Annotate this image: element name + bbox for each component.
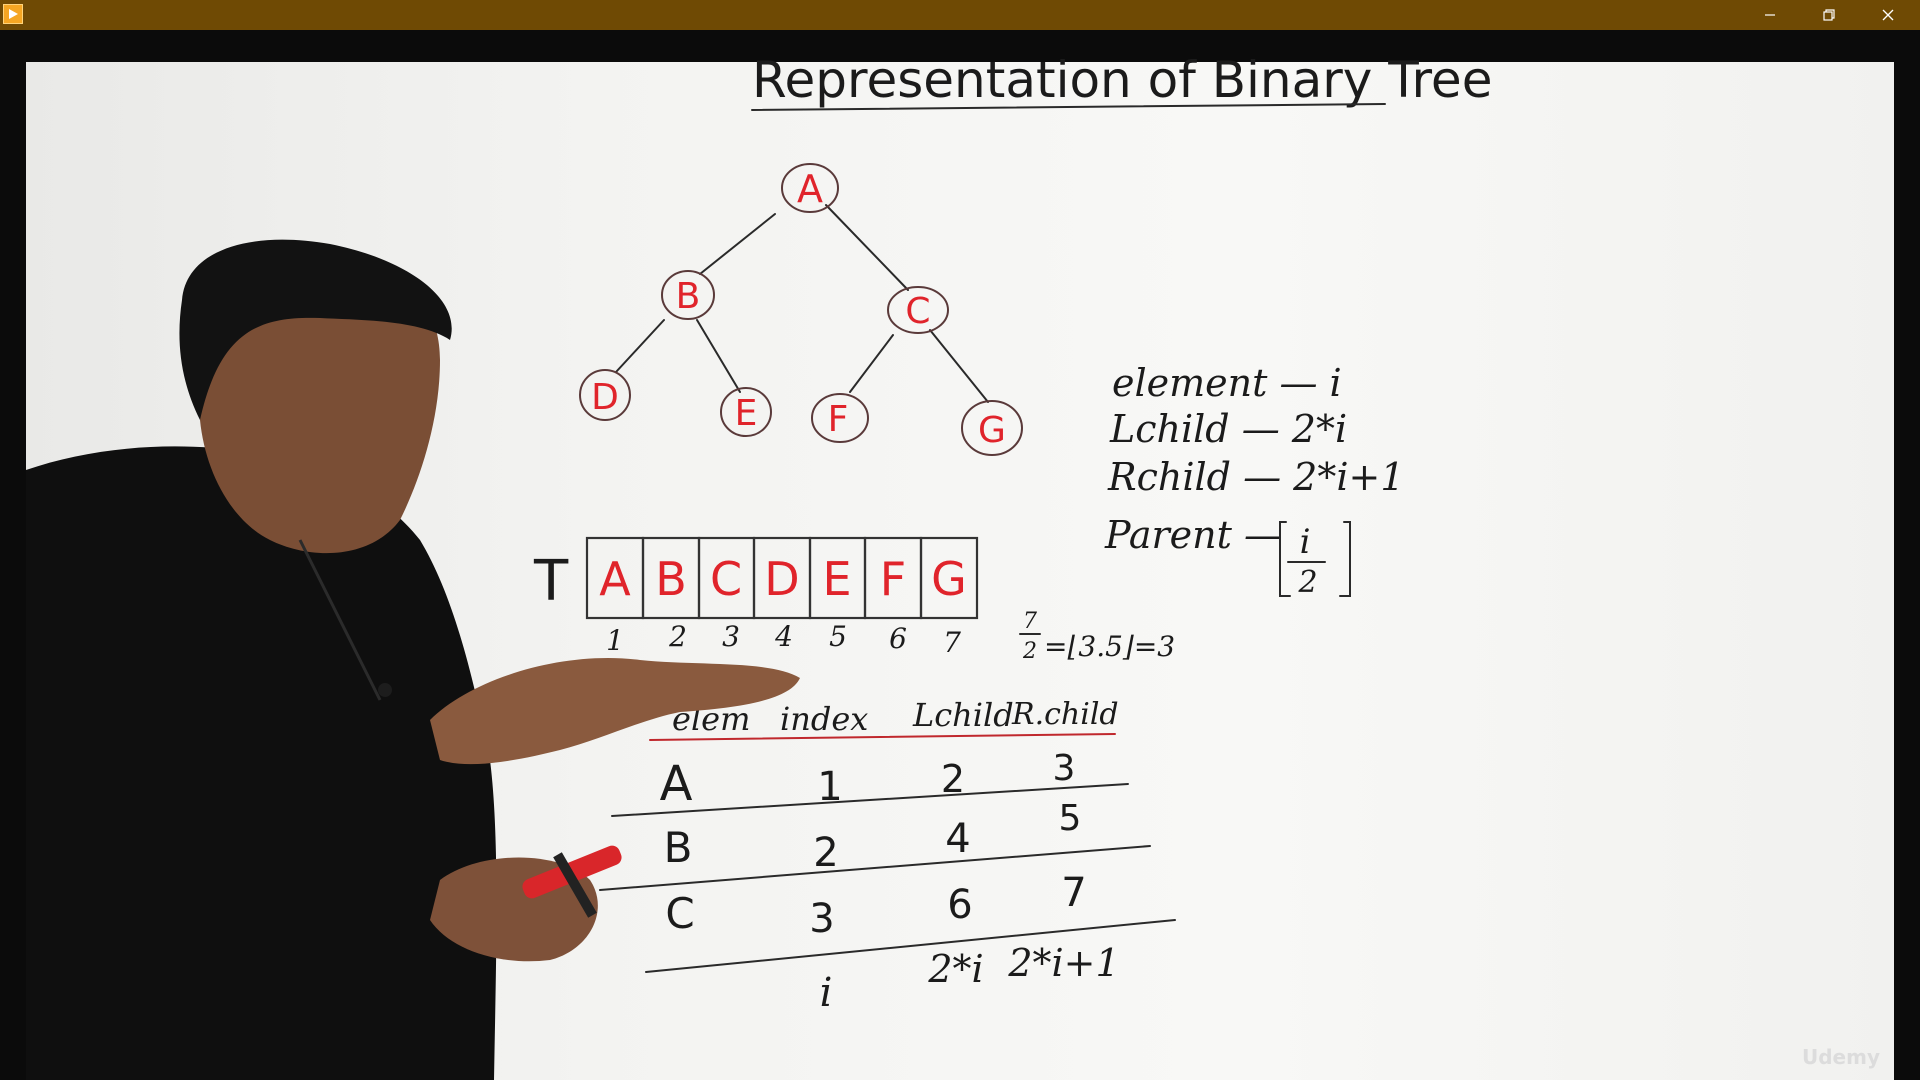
svg-text:2: 2 (813, 830, 838, 876)
svg-text:=⌊3.5⌋=3: =⌊3.5⌋=3 (1044, 630, 1175, 663)
tree-node-F: F (811, 393, 869, 443)
parent-calculation: 7 2 =⌊3.5⌋=3 (1019, 609, 1175, 664)
svg-text:2*i: 2*i (927, 947, 983, 991)
svg-text:E: E (822, 552, 851, 606)
formula-element: element — i (1112, 361, 1342, 405)
tree-node-B: B (661, 270, 715, 320)
svg-text:Lchild: Lchild (912, 696, 1014, 734)
svg-text:B: B (676, 276, 701, 317)
presenter (26, 239, 800, 1080)
svg-text:2: 2 (668, 620, 687, 653)
svg-text:C: C (665, 889, 694, 938)
svg-text:2*i+1: 2*i+1 (1007, 941, 1119, 985)
svg-text:B: B (655, 552, 687, 606)
formula-parent: Parent — (1104, 513, 1282, 557)
table-row: i 2*i 2*i+1 (820, 941, 1120, 1016)
svg-text:F: F (880, 552, 906, 606)
close-icon (1882, 9, 1894, 21)
tree-edges (615, 204, 989, 403)
close-button[interactable] (1860, 0, 1916, 30)
svg-text:5: 5 (829, 620, 847, 653)
tree-node-G: G (961, 400, 1023, 456)
formula-rchild: Rchild — 2*i+1 (1107, 455, 1405, 499)
table-row: B 2 4 5 (664, 798, 1082, 876)
svg-text:index: index (780, 700, 868, 738)
array-cell-values: A B C D E F G (599, 552, 967, 606)
svg-text:6: 6 (947, 882, 972, 928)
svg-text:G: G (931, 552, 967, 606)
player-app-icon (3, 4, 23, 24)
tree-node-A: A (781, 163, 839, 213)
svg-text:6: 6 (889, 622, 907, 655)
minimize-icon (1765, 14, 1775, 16)
svg-text:i: i (1300, 522, 1311, 562)
svg-text:C: C (905, 291, 930, 332)
board-title: Representation of Binary Tree (752, 51, 1492, 109)
svg-text:1: 1 (606, 624, 624, 657)
svg-text:7: 7 (1061, 870, 1086, 916)
restore-button[interactable] (1801, 0, 1857, 30)
svg-text:7: 7 (943, 626, 961, 659)
svg-text:E: E (735, 393, 758, 434)
svg-text:i: i (820, 970, 833, 1016)
svg-text:R.child: R.child (1011, 697, 1119, 732)
svg-text:C: C (710, 552, 742, 606)
svg-text:3: 3 (722, 620, 740, 653)
svg-text:B: B (664, 823, 693, 872)
svg-text:4: 4 (945, 816, 970, 862)
floor-fraction: i 2 (1279, 521, 1351, 600)
svg-text:2: 2 (1022, 639, 1037, 664)
restore-icon (1823, 9, 1835, 21)
table-row: A 1 2 3 (660, 748, 1076, 812)
minimize-button[interactable] (1742, 0, 1798, 30)
svg-text:3: 3 (809, 896, 834, 942)
array-label: T (533, 549, 569, 614)
formula-lchild: Lchild — 2*i (1109, 407, 1347, 451)
svg-text:F: F (828, 399, 849, 440)
svg-text:5: 5 (1059, 798, 1082, 839)
svg-text:3: 3 (1053, 748, 1076, 789)
tree-node-C: C (887, 286, 949, 334)
svg-text:7: 7 (1023, 609, 1037, 634)
formula-list: element — i Lchild — 2*i Rchild — 2*i+1 … (1104, 361, 1405, 600)
svg-text:4: 4 (774, 620, 793, 653)
array-cells (585, 536, 979, 620)
tree-node-D: D (579, 369, 631, 421)
svg-text:D: D (764, 552, 799, 606)
table-row: C 3 6 7 (665, 870, 1086, 942)
svg-text:A: A (599, 552, 631, 606)
array-indices: 1 2 3 4 5 6 7 (606, 620, 961, 659)
title-underline (751, 103, 1386, 111)
svg-text:D: D (591, 377, 619, 418)
udemy-watermark: Udemy (1802, 1045, 1880, 1069)
tree-node-E: E (720, 387, 772, 437)
svg-text:A: A (797, 167, 823, 211)
title-bar[interactable] (0, 0, 1920, 30)
svg-text:2: 2 (1297, 565, 1317, 600)
svg-text:A: A (660, 756, 693, 812)
index-table: elem index Lchild R.child A 1 2 3 B 2 4 … (599, 696, 1176, 1016)
svg-text:G: G (978, 410, 1006, 451)
